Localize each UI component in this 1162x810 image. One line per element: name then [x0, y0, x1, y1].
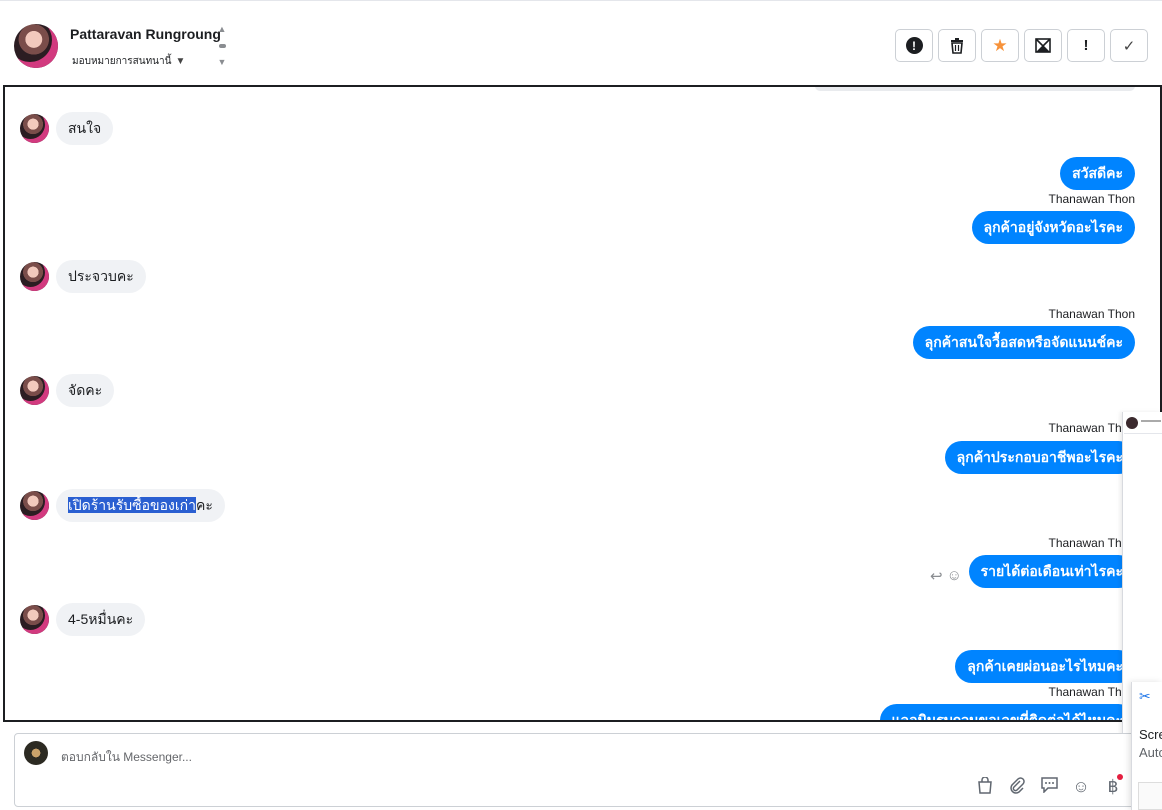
message-bubble[interactable]: ลุกค้าเคยผ่อนอะไรไหมคะ	[955, 650, 1135, 683]
exclamation-icon: !	[1083, 37, 1089, 54]
delete-button[interactable]	[938, 29, 976, 62]
message-bubble[interactable]: ลุกค้าสนใจวื้อสดหรือจัดแนนช์คะ	[912, 326, 1135, 359]
message-bubble[interactable]: สนใจ	[56, 112, 114, 145]
message-actions: ↩ ☺	[930, 567, 962, 585]
caret-down-icon: ▼	[175, 56, 186, 67]
outgoing-message: ลุกค้าประกอบอาชีพอะไรคะ	[944, 441, 1135, 474]
contact-avatar-small[interactable]	[20, 491, 49, 520]
message-bubble[interactable]: ประจวบคะ	[56, 260, 146, 293]
mark-done-button[interactable]: ✓	[1110, 29, 1148, 62]
outgoing-message: ลุกค้าอยู่จังหวัดอะไรคะ	[971, 211, 1135, 244]
mail-x-icon	[1035, 38, 1051, 53]
reply-input[interactable]	[59, 747, 959, 767]
star-button[interactable]: ★	[981, 29, 1019, 62]
assign-conversation-dropdown[interactable]: มอบหมายการสนทนานี้▼	[72, 54, 185, 69]
sender-name: Thanawan Thon	[1048, 536, 1135, 550]
snipping-tool-icon: ✂	[1139, 688, 1151, 704]
sender-name: Thanawan Thon	[1048, 192, 1135, 206]
mini-line	[1141, 420, 1161, 422]
composer-tools: ☺ ฿	[975, 776, 1123, 799]
trash-icon	[951, 37, 963, 54]
outgoing-message: ลุกค้าสนใจวื้อสดหรือจัดแนนช์คะ	[912, 326, 1135, 359]
incoming-message: 4-5หมื่นคะ	[20, 603, 146, 636]
previous-message-edge	[815, 87, 1135, 91]
sender-name: Thanawan Thon	[1048, 421, 1135, 435]
incoming-message: จัดคะ	[20, 374, 115, 407]
exclamation-circle-icon: !	[905, 37, 923, 54]
shopping-bag-icon[interactable]	[975, 776, 995, 799]
star-icon: ★	[992, 35, 1008, 55]
outgoing-message: แลอมินรบกวนขอเลขที่ติดต่อได้ไหมคะ	[879, 704, 1135, 720]
outgoing-message: สวัสดีคะ	[1060, 157, 1135, 190]
attachment-icon[interactable]	[1007, 777, 1027, 799]
message-bubble[interactable]: เปิดร้านรับซื้อของเก่าคะ	[56, 489, 225, 522]
check-icon: ✓	[1122, 37, 1136, 55]
sender-name: Thanawan Thon	[1048, 685, 1135, 699]
outgoing-message: รายได้ต่อเดือนเท่าไรคะ	[968, 555, 1135, 588]
smiley-icon[interactable]: ☺	[946, 567, 962, 584]
message-thread[interactable]: สนใจ สวัสดีคะ Thanawan Thon ลุกค้าอยู่จั…	[3, 85, 1162, 722]
message-bubble[interactable]: รายได้ต่อเดือนเท่าไรคะ	[968, 555, 1135, 588]
sender-name: Thanawan Thon	[1048, 307, 1135, 321]
notification-subtitle: Auto	[1139, 745, 1162, 760]
contact-avatar-small[interactable]	[20, 262, 49, 291]
incoming-message: สนใจ	[20, 112, 114, 145]
selected-text: เปิดร้านรับซื้อของเก่า	[68, 497, 196, 513]
message-bubble[interactable]: จัดคะ	[56, 374, 115, 407]
header-toolbar: ! ★ ! ✓	[895, 29, 1148, 62]
saved-reply-icon[interactable]	[1039, 777, 1059, 799]
arrow-up-icon[interactable]: ▲	[217, 24, 227, 34]
follow-up-button[interactable]: !	[1067, 29, 1105, 62]
mark-unread-button[interactable]	[1024, 29, 1062, 62]
arrow-down-icon[interactable]: ▼	[217, 57, 227, 67]
message-bubble[interactable]: ลุกค้าประกอบอาชีพอะไรคะ	[944, 441, 1135, 474]
overlay-thumbnail[interactable]	[1124, 414, 1162, 434]
reply-composer: ☺ ฿	[14, 733, 1162, 807]
mark-spam-button[interactable]: !	[895, 29, 933, 62]
message-text-rest: คะ	[195, 497, 213, 513]
message-bubble[interactable]: 4-5หมื่นคะ	[56, 603, 146, 636]
contact-avatar-small[interactable]	[20, 605, 49, 634]
incoming-message: เปิดร้านรับซื้อของเก่าคะ	[20, 489, 225, 522]
baht-icon[interactable]: ฿	[1107, 777, 1119, 796]
contact-avatar-small[interactable]	[20, 376, 49, 405]
contact-avatar[interactable]	[14, 24, 58, 68]
contact-avatar-small[interactable]	[20, 114, 49, 143]
conversation-header: Pattaravan Rungroung มอบหมายการสนทนานี้▼…	[0, 0, 1162, 86]
page-avatar	[24, 741, 48, 765]
mini-avatar	[1126, 417, 1138, 429]
emoji-icon[interactable]: ☺	[1072, 777, 1090, 796]
conversation-nav-arrows[interactable]: ▲ ▼	[216, 25, 228, 67]
assign-label: มอบหมายการสนทนานี้	[72, 56, 172, 67]
message-bubble[interactable]: แลอมินรบกวนขอเลขที่ติดต่อได้ไหมคะ	[879, 704, 1135, 720]
outgoing-message: ลุกค้าเคยผ่อนอะไรไหมคะ	[955, 650, 1135, 683]
incoming-message: ประจวบคะ	[20, 260, 146, 293]
message-bubble[interactable]: สวัสดีคะ	[1060, 157, 1135, 190]
notification-title: Scre	[1139, 727, 1162, 742]
reply-arrow-icon[interactable]: ↩	[930, 568, 943, 585]
notification-dot	[1117, 774, 1123, 780]
contact-name[interactable]: Pattaravan Rungroung	[70, 26, 221, 42]
message-bubble[interactable]: ลุกค้าอยู่จังหวัดอะไรคะ	[971, 211, 1135, 244]
notification-footer	[1138, 782, 1162, 810]
handle-icon	[218, 44, 226, 48]
